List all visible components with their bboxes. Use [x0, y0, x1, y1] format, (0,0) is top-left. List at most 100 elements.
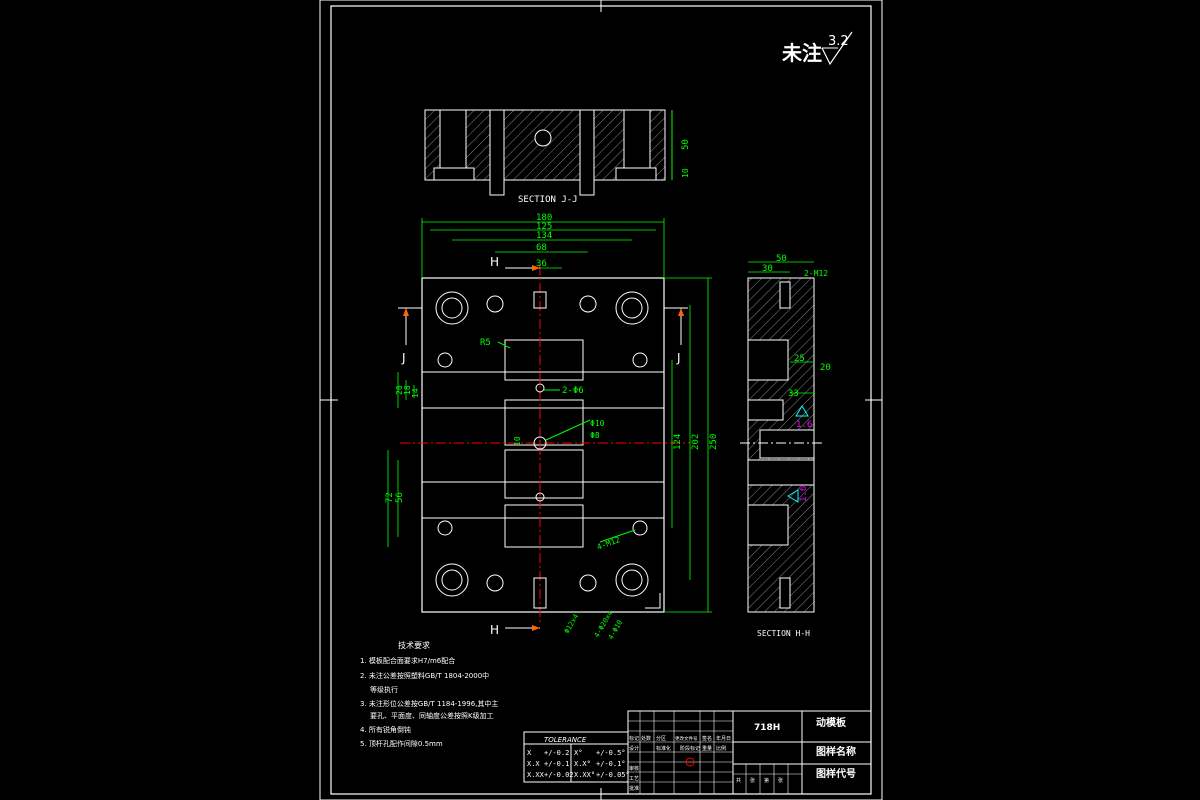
tol-r2-c3: X.X°: [574, 760, 591, 768]
tb-rev-h1: 标记: [629, 735, 639, 742]
side-pocket-4: [747, 459, 815, 486]
callout-4-m12: 4-M12: [596, 535, 622, 552]
side-roughness-1: 1.6: [796, 420, 812, 430]
cavity-pocket-4: [504, 504, 584, 548]
dim-top-36: 36: [536, 259, 547, 269]
section-jj-view: 50 10 SECTION J-J: [424, 109, 691, 205]
tb-part-name: 动模板: [816, 716, 847, 729]
side-roughness-2: 1.6: [799, 486, 809, 502]
marker-h-bottom-arrow-icon: [532, 625, 540, 631]
guide-bore-tl-inner: [441, 297, 463, 319]
plate-outline: [421, 277, 665, 613]
dim-top-134: 134: [536, 231, 552, 241]
marker-j-right-arrow-icon: [678, 308, 684, 316]
notes-item-3: 等级执行: [370, 685, 398, 694]
tb-stamp-icon: [685, 757, 695, 767]
callout-phi10: Φ10: [590, 419, 605, 428]
screw-hole-4: [632, 520, 648, 536]
tb-bot-h1: 审核: [629, 765, 639, 772]
side-roughness-2-icon: [787, 489, 799, 503]
section-hh-view: 50 30 2-M12 25 20 33 1.6 1.6 SECTION H-H: [740, 254, 831, 638]
side-screw-top: [779, 281, 791, 309]
tolerance-table: TOLERANCE X +/-0.2 X° +/-0.5° X.X +/-0.1…: [523, 731, 630, 783]
tol-r1-c3: X°: [574, 749, 582, 757]
marker-j-left: J: [401, 351, 406, 365]
corner-mark: [645, 593, 661, 609]
dim-left-18: 18: [403, 385, 412, 395]
notes-item-6: 4. 所有锐角倒钝: [360, 725, 411, 734]
marker-h-bottom: H: [490, 623, 499, 637]
section-jj-slot-2: [579, 109, 595, 196]
marker-j-right: J: [676, 351, 681, 365]
side-screw-bottom: [779, 577, 791, 609]
gate-notch-top: [533, 291, 547, 309]
dim-right-124: 124: [673, 434, 683, 450]
dim-right-250: 250: [709, 434, 719, 450]
tb-bot-h2: 工艺: [629, 776, 639, 782]
marker-h-top-arrow-icon: [532, 265, 540, 271]
side-roughness-1-icon: [795, 405, 809, 417]
surface-mark-roughness: 3.2: [828, 34, 849, 49]
screw-hole-2: [632, 352, 648, 368]
screw-hole-1: [437, 352, 453, 368]
pin-hole-1: [535, 383, 545, 393]
tolerance-title: TOLERANCE: [544, 736, 587, 744]
notes-item-4: 3. 未注形位公差按GB/T 1184-1996,其中主: [360, 699, 498, 708]
callout-2-phi6: 2-Φ6: [562, 386, 584, 396]
tb-material: 718H: [754, 723, 780, 733]
guide-bore-br-inner: [621, 569, 643, 591]
tb-rev-h5: 签名: [702, 735, 712, 742]
guide-bore-br: [615, 563, 649, 597]
tb-rev-h4: 更改文件号: [675, 735, 698, 742]
dim-left-56: 56: [395, 492, 405, 503]
section-jj-hole: [534, 129, 552, 147]
tb-app-h4: 重量: [702, 745, 712, 752]
guide-bore-tl: [435, 291, 469, 325]
tol-r3-c3: X.XX°: [574, 771, 595, 779]
cavity-pocket-1: [504, 339, 584, 381]
tb-bot-h4: 共: [736, 777, 741, 784]
side-dim-lines: [748, 261, 814, 394]
section-jj-counterbore-left: [433, 167, 475, 181]
surface-mark-label: 未注: [782, 41, 822, 65]
guide-bore-bl: [435, 563, 469, 597]
dim-top-125: 125: [536, 222, 552, 232]
callout-leader-phi10: [545, 419, 591, 441]
screw-hole-3: [437, 520, 453, 536]
notes-item-5: 要孔、平面度、同轴度公差按照K级加工: [370, 711, 494, 720]
cavity-pocket-2: [504, 399, 584, 446]
callout-leader-m12: [599, 529, 636, 543]
tol-r1-c1: X: [527, 749, 532, 757]
callout-phi12x4: Φ12x4: [563, 613, 580, 635]
notes-item-7: 5. 顶杆孔配作间隙0.5mm: [360, 739, 443, 748]
marker-j-left-arrow-icon: [403, 308, 409, 316]
callout-phi8: Φ8: [590, 431, 600, 440]
tb-bot-h3: 批准: [629, 785, 639, 792]
side-dim-33: 33: [788, 389, 799, 399]
tb-rev-h3: 分区: [656, 735, 666, 742]
tb-rev-grid: [628, 711, 802, 794]
hole-b2: [579, 574, 597, 592]
side-pocket-3: [759, 429, 815, 459]
hole-b1: [486, 574, 504, 592]
hole-t1: [486, 295, 504, 313]
tol-r1-c2: +/-0.2: [544, 749, 569, 757]
pin-hole-2: [535, 492, 545, 502]
notes-item-1: 1. 模板配合面要求H7/m6配合: [360, 656, 455, 665]
surface-roughness-mark: 未注 3.2: [782, 31, 853, 66]
center-label: 10: [513, 436, 522, 446]
notes-item-2: 2. 未注公差按照塑料GB/T 1804-2000中: [360, 671, 489, 680]
tb-app-h5: 比例: [716, 745, 726, 752]
side-dim-20: 20: [820, 363, 831, 373]
tol-r3-c2: +/-0.02: [544, 771, 574, 779]
title-block: 标记 处数 分区 更改文件号 签名 年月日 设计 标准化 阶段标记 重量 比例 …: [627, 710, 872, 795]
side-pocket-5: [747, 504, 789, 546]
guide-bore-tr: [615, 291, 649, 325]
side-dim-25: 25: [794, 354, 805, 364]
notes-title: 技术要求: [398, 640, 430, 650]
cavity-pocket-3: [504, 449, 584, 499]
tb-app-h2: 标准化: [656, 745, 671, 752]
dim-left-20: 20: [395, 385, 404, 395]
sprue-hole: [533, 436, 547, 450]
callout-leader-r5: [497, 341, 511, 349]
